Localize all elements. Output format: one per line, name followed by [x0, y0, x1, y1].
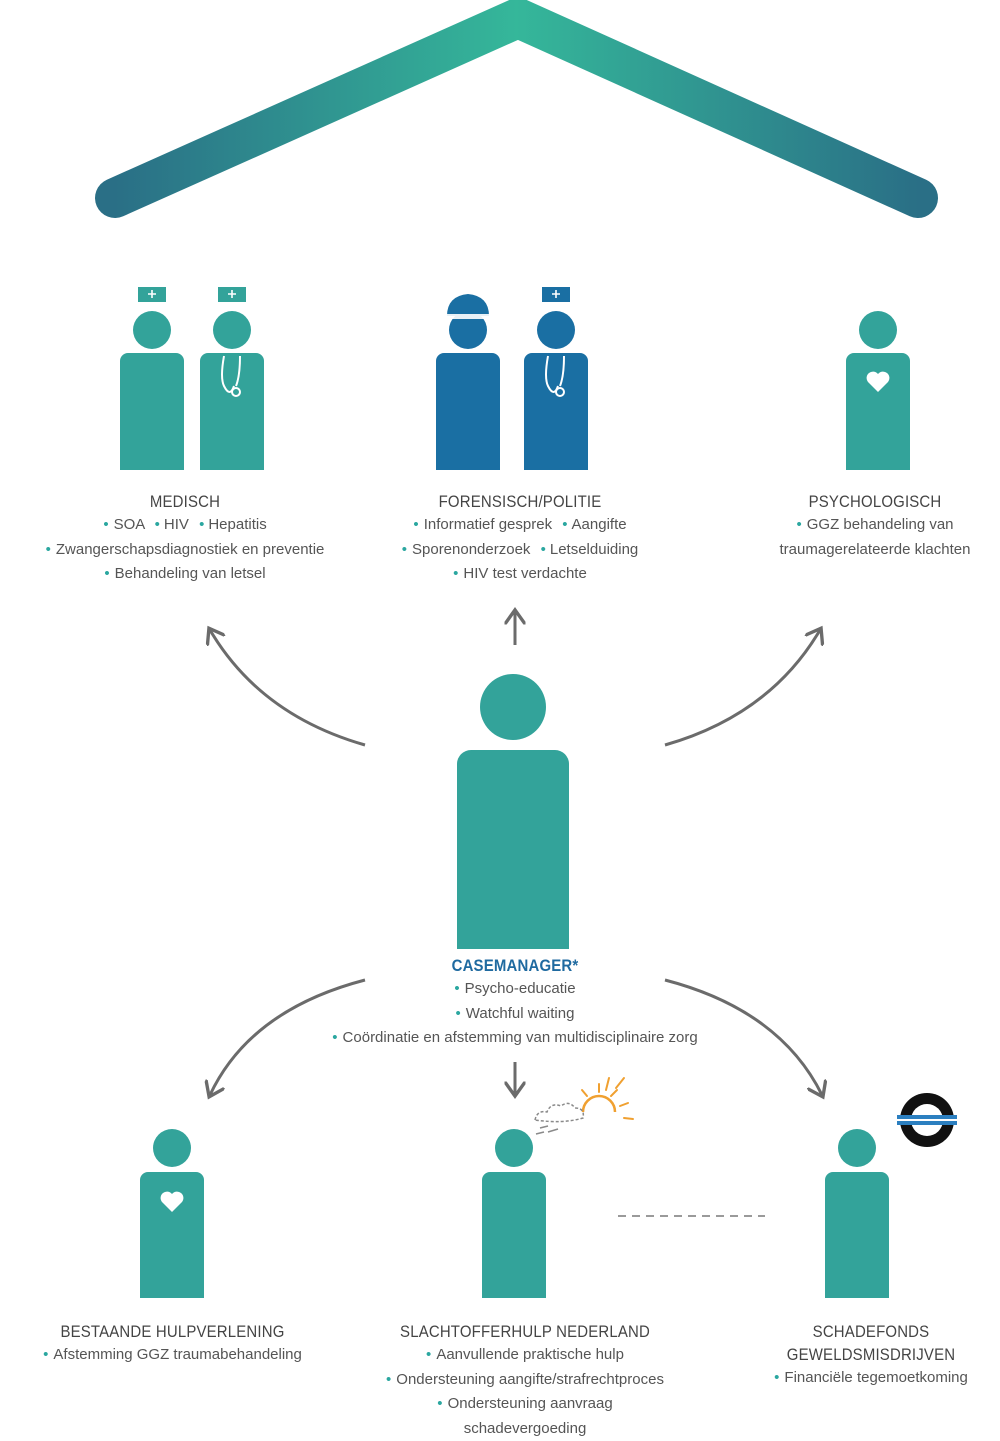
psychologisch-title: PSYCHOLOGISCH — [765, 490, 985, 513]
bestaande-block: BESTAANDE HULPVERLENING •Afstemming GGZ … — [0, 1320, 345, 1368]
medisch-line3: •Behandeling van letsel — [0, 562, 370, 587]
slachtofferhulp-item: •Ondersteuning aangifte/strafrechtproces — [340, 1368, 710, 1393]
forensisch-title: FORENSISCH/POLITIE — [384, 490, 657, 513]
medisch-nurse-figure — [120, 287, 184, 470]
schadefonds-figure — [825, 1129, 889, 1298]
arrow-to-psychologisch — [665, 630, 820, 745]
arrow-to-medisch — [210, 630, 365, 745]
forensisch-line1: •Informatief gesprek •Aangifte — [365, 513, 675, 538]
casemanager-item: •Psycho-educatie — [240, 977, 790, 1002]
schadefonds-title-line2: GEWELDSMISDRIJVEN — [757, 1343, 984, 1366]
casemanager-title: CASEMANAGER* — [273, 954, 757, 977]
medisch-title: MEDISCH — [22, 490, 348, 513]
forensisch-line2: •Sporenonderzoek •Letselduiding — [365, 538, 675, 563]
schadefonds-title-line1: SCHADEFONDS — [757, 1320, 984, 1343]
casemanager-block: CASEMANAGER* •Psycho-educatie •Watchful … — [240, 954, 790, 1051]
slachtofferhulp-item-continuation: schadevergoeding — [340, 1417, 710, 1441]
medisch-line1: •SOA •HIV •Hepatitis — [0, 513, 370, 538]
slachtofferhulp-figure — [482, 1129, 546, 1298]
casemanager-figure — [457, 674, 569, 949]
casemanager-item: •Watchful waiting — [240, 1002, 790, 1027]
bestaande-item: •Afstemming GGZ traumabehandeling — [0, 1343, 345, 1368]
forensisch-block: FORENSISCH/POLITIE •Informatief gesprek … — [365, 490, 675, 587]
psychologisch-line2: traumagerelateerde klachten — [750, 538, 1000, 563]
slachtofferhulp-block: SLACHTOFFERHULP NEDERLAND •Aanvullende p… — [340, 1320, 710, 1441]
slachtofferhulp-title: SLACHTOFFERHULP NEDERLAND — [362, 1320, 688, 1343]
psychologisch-block: PSYCHOLOGISCH •GGZ behandeling van traum… — [750, 490, 1000, 562]
psychologist-figure — [846, 311, 910, 470]
medisch-doctor-figure — [200, 287, 264, 470]
bestaande-figure — [140, 1129, 204, 1298]
slachtofferhulp-item: •Ondersteuning aanvraag — [340, 1392, 710, 1417]
psychologisch-line1: •GGZ behandeling van — [750, 513, 1000, 538]
forensic-doctor-figure — [524, 287, 588, 470]
slachtofferhulp-item: •Aanvullende praktische hulp — [340, 1343, 710, 1368]
bestaande-title: BESTAANDE HULPVERLENING — [21, 1320, 325, 1343]
forensisch-line3: •HIV test verdachte — [365, 562, 675, 587]
roof — [115, 18, 918, 198]
police-officer-figure — [436, 294, 500, 470]
casemanager-item: •Coördinatie en afstemming van multidisc… — [240, 1026, 790, 1051]
medisch-line2: •Zwangerschapsdiagnostiek en preventie — [0, 538, 370, 563]
medisch-block: MEDISCH •SOA •HIV •Hepatitis •Zwangersch… — [0, 490, 370, 587]
schadefonds-block: SCHADEFONDS GEWELDSMISDRIJVEN •Financiël… — [742, 1320, 1000, 1391]
schadefonds-logo — [897, 1093, 957, 1147]
sun-cloud-icon — [535, 1078, 633, 1134]
schadefonds-item: •Financiële tegemoetkoming — [742, 1366, 1000, 1391]
